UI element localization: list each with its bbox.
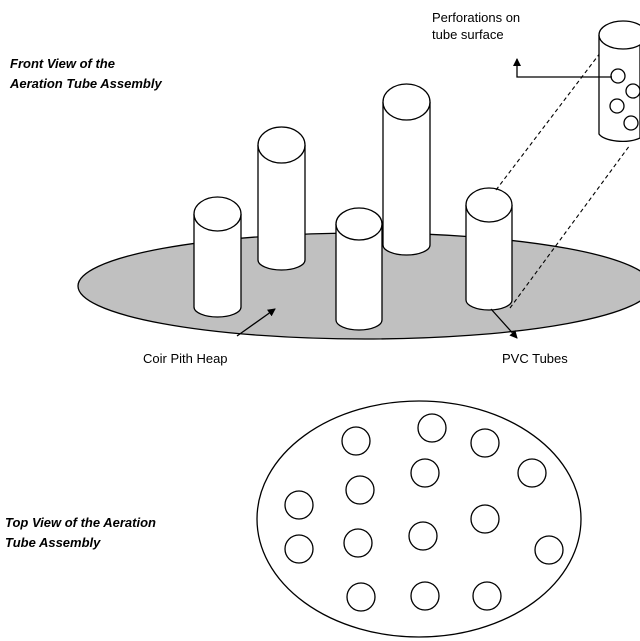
front-view-title-line2: Aeration Tube Assembly: [9, 76, 162, 91]
tube-top-circle: [346, 582, 376, 612]
perforation-hole: [623, 115, 639, 131]
projection-line: [495, 39, 611, 191]
top-view-tube-grid: [284, 413, 564, 612]
projection-line: [509, 144, 631, 309]
tube-top-circle: [284, 490, 314, 520]
tube-top-circle: [534, 535, 564, 565]
tubes-pointer-arrow: [490, 308, 518, 339]
top-view-title-line1: Top View of the Aeration: [5, 515, 156, 530]
tube-top-circle: [284, 534, 314, 564]
pvc-tube: [382, 83, 431, 256]
perforations-label-line2: tube surface: [432, 27, 504, 42]
tube-top-circle: [345, 475, 375, 505]
heap-pointer-arrow: [236, 308, 276, 337]
pvc-tube: [465, 187, 513, 311]
perforation-hole: [609, 98, 625, 114]
tube-top-circle: [410, 581, 440, 611]
tube-top-circle: [472, 581, 502, 611]
perforation-hole: [625, 83, 640, 99]
enlarged-perforated-tube: [598, 20, 640, 142]
perforation-hole: [610, 68, 626, 84]
front-view-title-line1: Front View of the: [10, 56, 115, 71]
tube-top-circle: [417, 413, 447, 443]
tube-top-circle: [341, 426, 371, 456]
tube-top-circle: [470, 504, 500, 534]
tube-top-circle: [343, 528, 373, 558]
tube-top-circle: [517, 458, 547, 488]
tube-top-circle: [470, 428, 500, 458]
pvc-tube: [335, 207, 383, 331]
pvc-tube: [257, 126, 306, 271]
tube-top-circle: [410, 458, 440, 488]
heap-top-outline: [256, 400, 582, 638]
perforations-pointer-arrow: [513, 58, 612, 78]
heap-label: Coir Pith Heap: [143, 351, 228, 366]
tube-top-circle: [408, 521, 438, 551]
perforations-label-line1: Perforations on: [432, 10, 520, 25]
tubes-label: PVC Tubes: [502, 351, 568, 366]
top-view-title-line2: Tube Assembly: [5, 535, 101, 550]
pvc-tube: [193, 196, 242, 318]
